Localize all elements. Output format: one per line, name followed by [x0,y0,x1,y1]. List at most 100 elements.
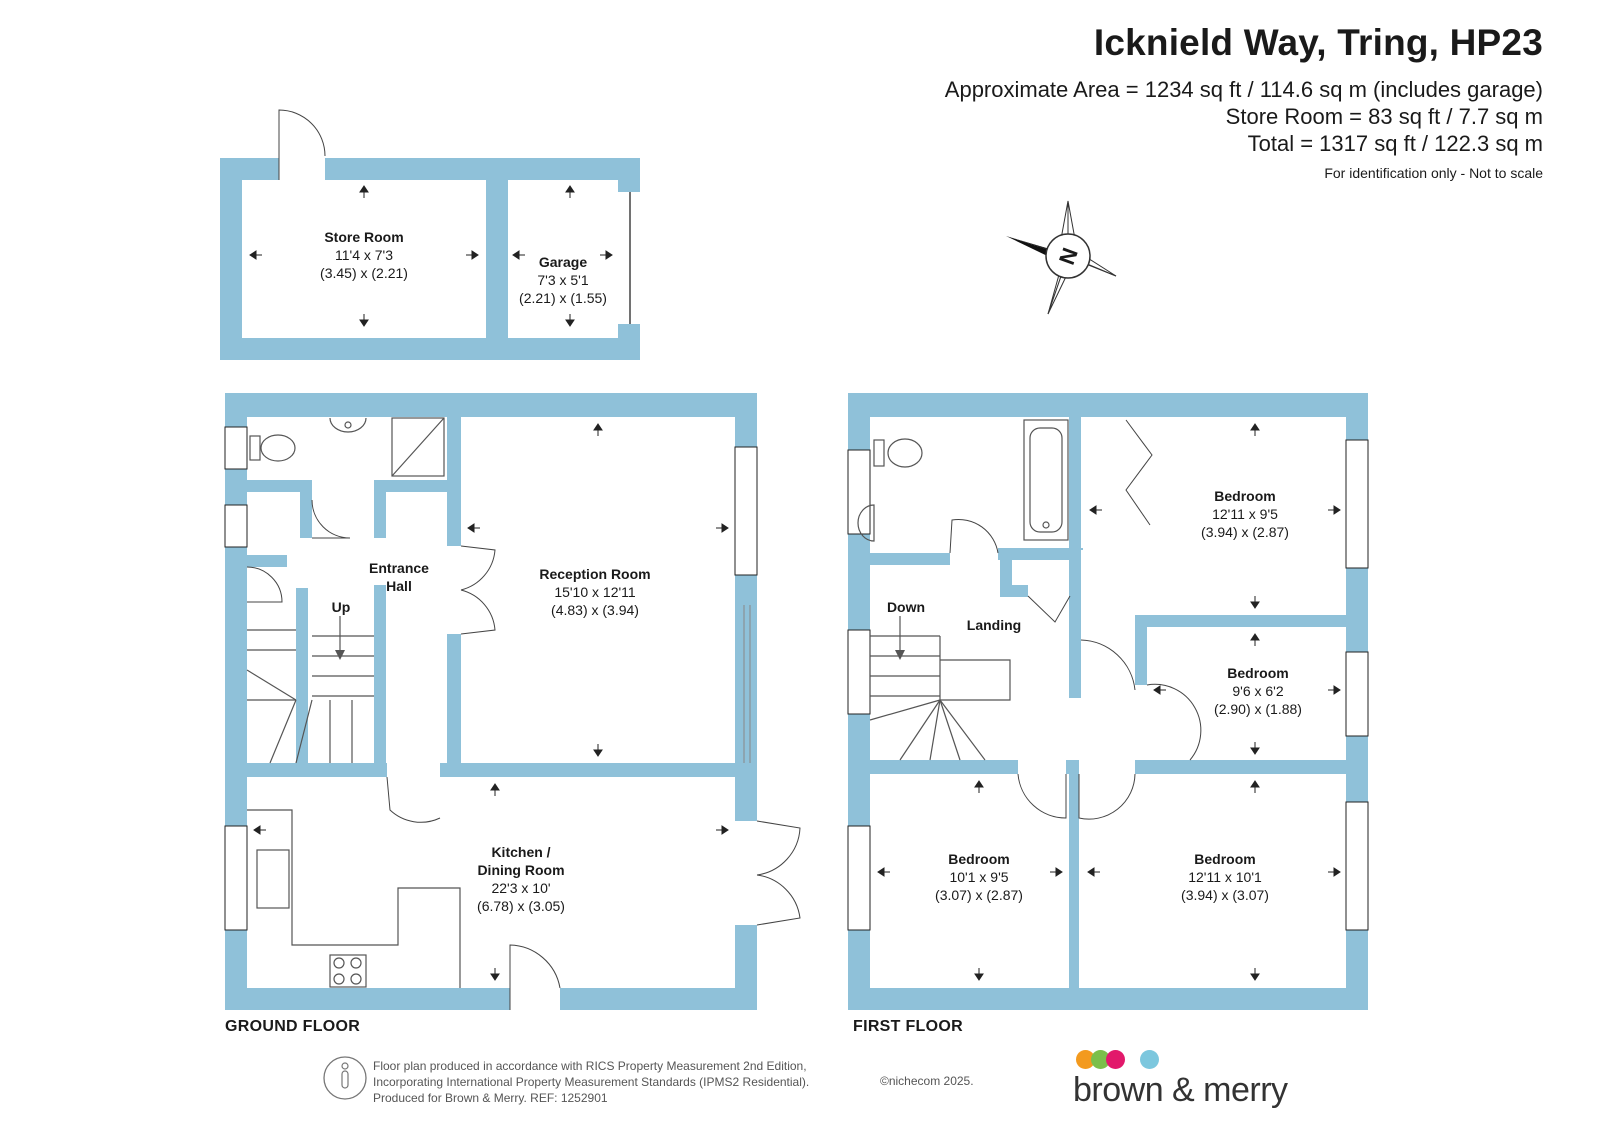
window [847,449,871,535]
toilet-icon [887,438,923,468]
room-metric: (4.83) x (3.94) [551,602,639,618]
room-metric: (6.78) x (3.05) [477,898,565,914]
room-bedroom-4: Bedroom 12'11 x 10'1 (3.94) x (3.07) [1181,851,1269,903]
room-imperial: 12'11 x 9'5 [1212,506,1278,522]
room-name: Store Room [324,229,403,245]
window [224,825,248,931]
hob-icon [329,954,367,988]
room-imperial: 9'6 x 6'2 [1232,683,1283,699]
dimension-arrowhead-icon [1333,685,1341,695]
dimension-arrowhead-icon [1250,973,1260,981]
room-imperial: 11'4 x 7'3 [335,247,393,263]
wardrobe-door [1125,419,1153,526]
bedroom-door [1080,639,1136,691]
area-summary: Approximate Area = 1234 sq ft / 114.6 sq… [945,76,1543,157]
cupboard-door [1027,595,1071,623]
nichecom-logo-icon [323,1056,367,1100]
room-metric: (3.07) x (2.87) [935,887,1023,903]
dimension-arrowhead-icon [877,867,885,877]
patio-door [756,820,801,876]
bath-icon [1023,419,1069,541]
room-name: Bedroom [1194,851,1255,867]
patio-door [756,874,801,926]
room-metric: (2.21) x (1.55) [519,290,607,306]
dimension-arrowhead-icon [1089,505,1097,515]
dimension-arrowhead-icon [1055,867,1063,877]
cupboard-door [246,566,283,603]
window [847,825,871,931]
room-imperial: 22'3 x 10' [491,880,550,896]
window [734,446,758,576]
room-store: Store Room 11'4 x 7'3 (3.45) x (2.21) [320,229,408,281]
dimension-arrowhead-icon [490,783,500,791]
dimension-arrowhead-icon [1250,601,1260,609]
room-name: Bedroom [948,851,1009,867]
dimension-arrowhead-icon [565,185,575,193]
store-area: Store Room = 83 sq ft / 7.7 sq m [1225,104,1543,129]
footer-line: Produced for Brown & Merry. REF: 1252901 [373,1091,608,1105]
dimension-arrowhead-icon [974,973,984,981]
dimension-arrowhead-icon [467,523,475,533]
dimension-arrowhead-icon [1153,685,1161,695]
first-staircase [869,616,1011,761]
stairs-down-label: Down [887,599,925,615]
reception-door [460,589,496,635]
dimension-arrowhead-icon [471,250,479,260]
room-imperial: 12'11 x 10'1 [1188,869,1262,885]
dimension-arrowhead-icon [490,973,500,981]
room-bedroom-3: Bedroom 10'1 x 9'5 (3.07) x (2.87) [935,851,1023,903]
dimension-arrowhead-icon [1087,867,1095,877]
bedroom-door [1146,683,1202,761]
brand-logo: brown & merry [1073,1071,1288,1109]
room-name: Bedroom [1214,488,1275,504]
stairs-up-label: Up [332,599,351,615]
brand-dot [1106,1050,1125,1069]
dimension-arrowhead-icon [593,749,603,757]
dimension-arrowhead-icon [359,319,369,327]
shower-icon [391,417,445,477]
dimension-arrowhead-icon [721,825,729,835]
dimension-arrowhead-icon [1250,747,1260,755]
room-landing: Landing [967,617,1021,633]
dimension-arrowhead-icon [593,423,603,431]
window [1345,651,1369,737]
window [1345,439,1369,569]
footer-line: Incorporating International Property Mea… [373,1075,810,1089]
room-metric: (3.94) x (2.87) [1201,524,1289,540]
sink-icon [256,849,290,909]
approx-area: Approximate Area = 1234 sq ft / 114.6 sq… [944,77,1543,102]
dimension-arrowhead-icon [512,250,520,260]
room-garage: Garage 7'3 x 5'1 (2.21) x (1.55) [519,254,607,306]
room-imperial: 7'3 x 5'1 [537,272,588,288]
scale-disclaimer: For identification only - Not to scale [1324,165,1543,181]
ground-floor-fixtures [246,417,461,988]
dimension-arrowhead-icon [359,185,369,193]
room-name: Bedroom [1227,665,1288,681]
dimension-arrowhead-icon [974,780,984,788]
room-metric: (3.45) x (2.21) [320,265,408,281]
front-door [509,944,561,1010]
outbuilding [220,109,640,360]
window [847,629,871,715]
basin-icon [857,504,875,542]
dimension-arrowhead-icon [253,825,261,835]
basin-icon [329,417,367,433]
room-bedroom-2: Bedroom 9'6 x 6'2 (2.90) x (1.88) [1214,665,1302,717]
dimension-arrowhead-icon [249,250,257,260]
measurement-footer: Floor plan produced in accordance with R… [373,1058,809,1106]
ground-floor-label: GROUND FLOOR [225,1018,361,1035]
compass-icon: N [1006,200,1117,315]
bedroom-door [1017,773,1067,819]
brand-dot [1076,1050,1095,1069]
dimension-arrowhead-icon [1250,423,1260,431]
room-bedroom-1: Bedroom 12'11 x 9'5 (3.94) x (2.87) [1201,488,1289,540]
dimension-arrowhead-icon [1333,867,1341,877]
room-name: Hall [386,578,412,594]
first-floor-label: FIRST FLOOR [853,1018,963,1035]
dimension-arrowhead-icon [1250,780,1260,788]
kitchen-door [386,776,441,823]
brand-dot [1091,1050,1110,1069]
dimension-arrowhead-icon [1250,633,1260,641]
bathroom-door [949,518,999,554]
ground-floor-walls [224,393,801,1010]
